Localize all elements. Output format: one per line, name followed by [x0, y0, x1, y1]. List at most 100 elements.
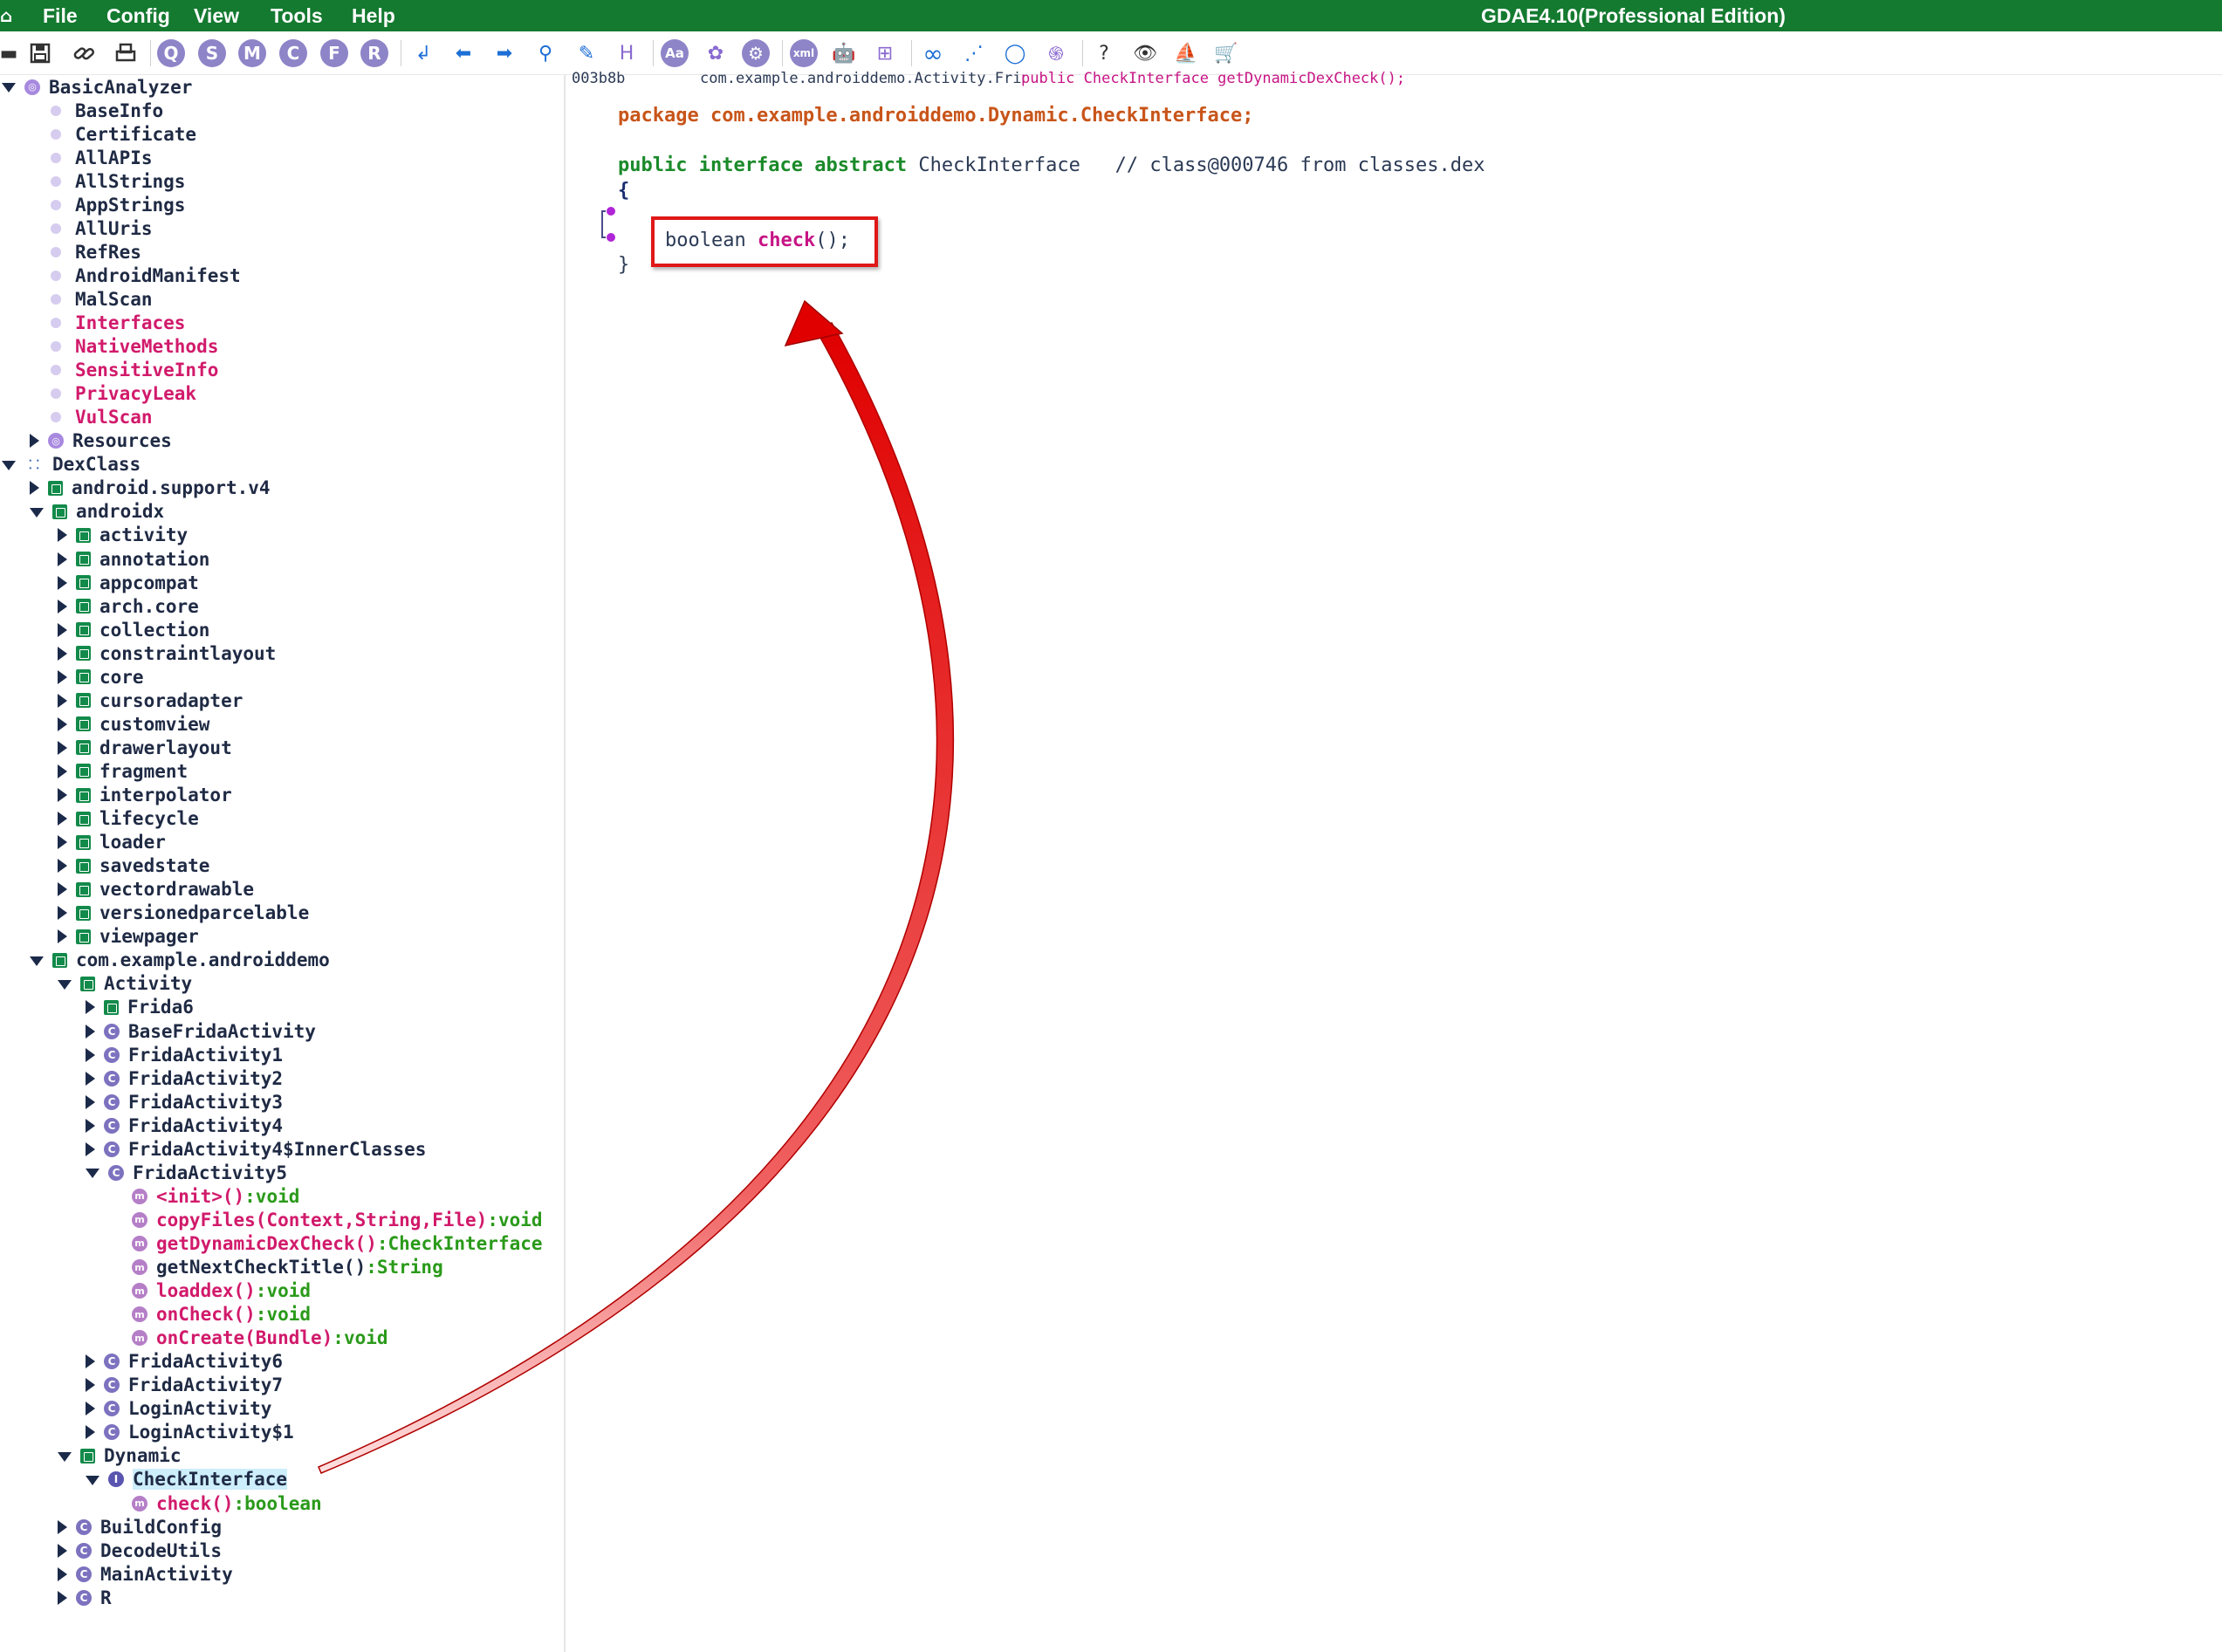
- caret-right-icon[interactable]: [58, 764, 67, 778]
- tree-node-init[interactable]: m<init>():void: [113, 1184, 299, 1208]
- search-m-icon[interactable]: M: [238, 39, 266, 67]
- jump-icon[interactable]: ↲: [415, 42, 432, 65]
- caret-right-icon[interactable]: [58, 1566, 67, 1581]
- tree-node-malscan[interactable]: MalScan: [30, 287, 153, 311]
- menu-file[interactable]: File: [43, 4, 78, 27]
- caret-right-icon[interactable]: [86, 1047, 95, 1062]
- caret-right-icon[interactable]: [86, 1071, 95, 1086]
- caret-right-icon[interactable]: [86, 1354, 95, 1369]
- caret-down-icon[interactable]: [58, 1451, 72, 1462]
- caret-right-icon[interactable]: [86, 1402, 95, 1416]
- tree-node-collection[interactable]: collection: [58, 618, 209, 641]
- caret-right-icon[interactable]: [86, 1000, 95, 1015]
- caret-down-icon[interactable]: [58, 979, 72, 990]
- ring-icon[interactable]: ◯: [1004, 42, 1026, 65]
- save-icon[interactable]: [26, 39, 54, 67]
- tree-node-privacyleak[interactable]: PrivacyLeak: [30, 382, 196, 406]
- cart-icon[interactable]: 🛒: [1214, 42, 1238, 65]
- tree-node-nativemethods[interactable]: NativeMethods: [30, 335, 218, 359]
- caret-right-icon[interactable]: [86, 1094, 95, 1109]
- caret-right-icon[interactable]: [58, 575, 67, 590]
- search-q-icon[interactable]: Q: [157, 39, 185, 67]
- android-icon[interactable]: 🤖: [832, 42, 856, 65]
- help-icon[interactable]: ?: [1099, 42, 1109, 65]
- search-f-icon[interactable]: F: [320, 39, 348, 67]
- tree-node-loader[interactable]: loader: [58, 831, 166, 854]
- tree-node-lifecycle[interactable]: lifecycle: [58, 807, 199, 831]
- tree-node-drawerlayout[interactable]: drawerlayout: [58, 736, 232, 759]
- caret-right-icon[interactable]: [58, 835, 67, 850]
- caret-right-icon[interactable]: [58, 693, 67, 708]
- tree-node-androidmanifest[interactable]: AndroidManifest: [30, 264, 241, 287]
- tree-node-interpolator[interactable]: interpolator: [58, 784, 232, 807]
- palette-icon[interactable]: ✿: [707, 42, 724, 65]
- caret-down-icon[interactable]: [2, 460, 16, 470]
- hex-h-icon[interactable]: H: [619, 42, 634, 65]
- link-icon[interactable]: [70, 39, 98, 67]
- tree-node-refres[interactable]: RefRes: [30, 240, 141, 264]
- pin-icon[interactable]: ⚲: [538, 42, 553, 65]
- caret-right-icon[interactable]: [58, 1519, 67, 1534]
- caret-right-icon[interactable]: [58, 716, 67, 731]
- tree-node-certificate[interactable]: Certificate: [30, 122, 196, 146]
- menu-config[interactable]: Config: [106, 4, 170, 27]
- caret-right-icon[interactable]: [30, 434, 39, 449]
- tree-node-allstrings[interactable]: AllStrings: [30, 169, 185, 193]
- current-method-signature[interactable]: public CheckInterface getDynamicDexCheck…: [1021, 70, 1406, 87]
- tree-node-frida6[interactable]: Frida6: [86, 996, 194, 1019]
- caret-down-icon[interactable]: [86, 1475, 99, 1485]
- tree-node-allapis[interactable]: AllAPIs: [30, 146, 153, 169]
- caret-right-icon[interactable]: [86, 1425, 95, 1440]
- tree-node-viewpager[interactable]: viewpager: [58, 925, 199, 949]
- forward-arrow-icon[interactable]: ➡: [496, 42, 513, 65]
- caret-right-icon[interactable]: [58, 740, 67, 755]
- tree-node-appstrings[interactable]: AppStrings: [30, 193, 185, 216]
- tree-node-dexclass[interactable]: ⸬DexClass: [2, 453, 141, 476]
- ship-icon[interactable]: ⛵: [1174, 42, 1198, 65]
- tree-node-cursoradapter[interactable]: cursoradapter: [58, 689, 243, 712]
- tree-node-resources[interactable]: ◎Resources: [30, 429, 172, 453]
- caret-right-icon[interactable]: [58, 859, 67, 874]
- menu-help[interactable]: Help: [352, 4, 395, 27]
- caret-down-icon[interactable]: [2, 83, 16, 93]
- caret-right-icon[interactable]: [58, 646, 67, 661]
- caret-right-icon[interactable]: [58, 929, 67, 944]
- caret-right-icon[interactable]: [58, 622, 67, 637]
- code-fold-marker[interactable]: [599, 207, 616, 242]
- caret-right-icon[interactable]: [58, 599, 67, 614]
- tree-node-vectordrawable[interactable]: vectordrawable: [58, 878, 254, 901]
- menu-tools[interactable]: Tools: [271, 4, 323, 27]
- caret-down-icon[interactable]: [30, 507, 44, 518]
- caret-right-icon[interactable]: [58, 669, 67, 684]
- xml-icon[interactable]: xml: [790, 39, 818, 67]
- export-icon[interactable]: [112, 39, 140, 67]
- caret-right-icon[interactable]: [58, 1543, 67, 1558]
- eye-icon[interactable]: 👁: [1133, 42, 1157, 65]
- tree-node-alluris[interactable]: AllUris: [30, 216, 153, 240]
- caret-right-icon[interactable]: [58, 882, 67, 897]
- class-name[interactable]: CheckInterface: [918, 154, 1080, 176]
- tree-node-androidx[interactable]: androidx: [30, 500, 164, 524]
- caret-down-icon[interactable]: [86, 1169, 99, 1179]
- tree-node-constraintlayout[interactable]: constraintlayout: [58, 641, 276, 665]
- caret-right-icon[interactable]: [86, 1118, 95, 1133]
- caret-right-icon[interactable]: [30, 481, 39, 496]
- tree-node-arch-core[interactable]: arch.core: [58, 594, 199, 618]
- search-s-icon[interactable]: S: [198, 39, 226, 67]
- tree-node-basicanalyzer[interactable]: ◎BasicAnalyzer: [2, 75, 192, 99]
- tree-node-customview[interactable]: customview: [58, 712, 209, 736]
- caret-right-icon[interactable]: [58, 528, 67, 543]
- caret-right-icon[interactable]: [86, 1378, 95, 1393]
